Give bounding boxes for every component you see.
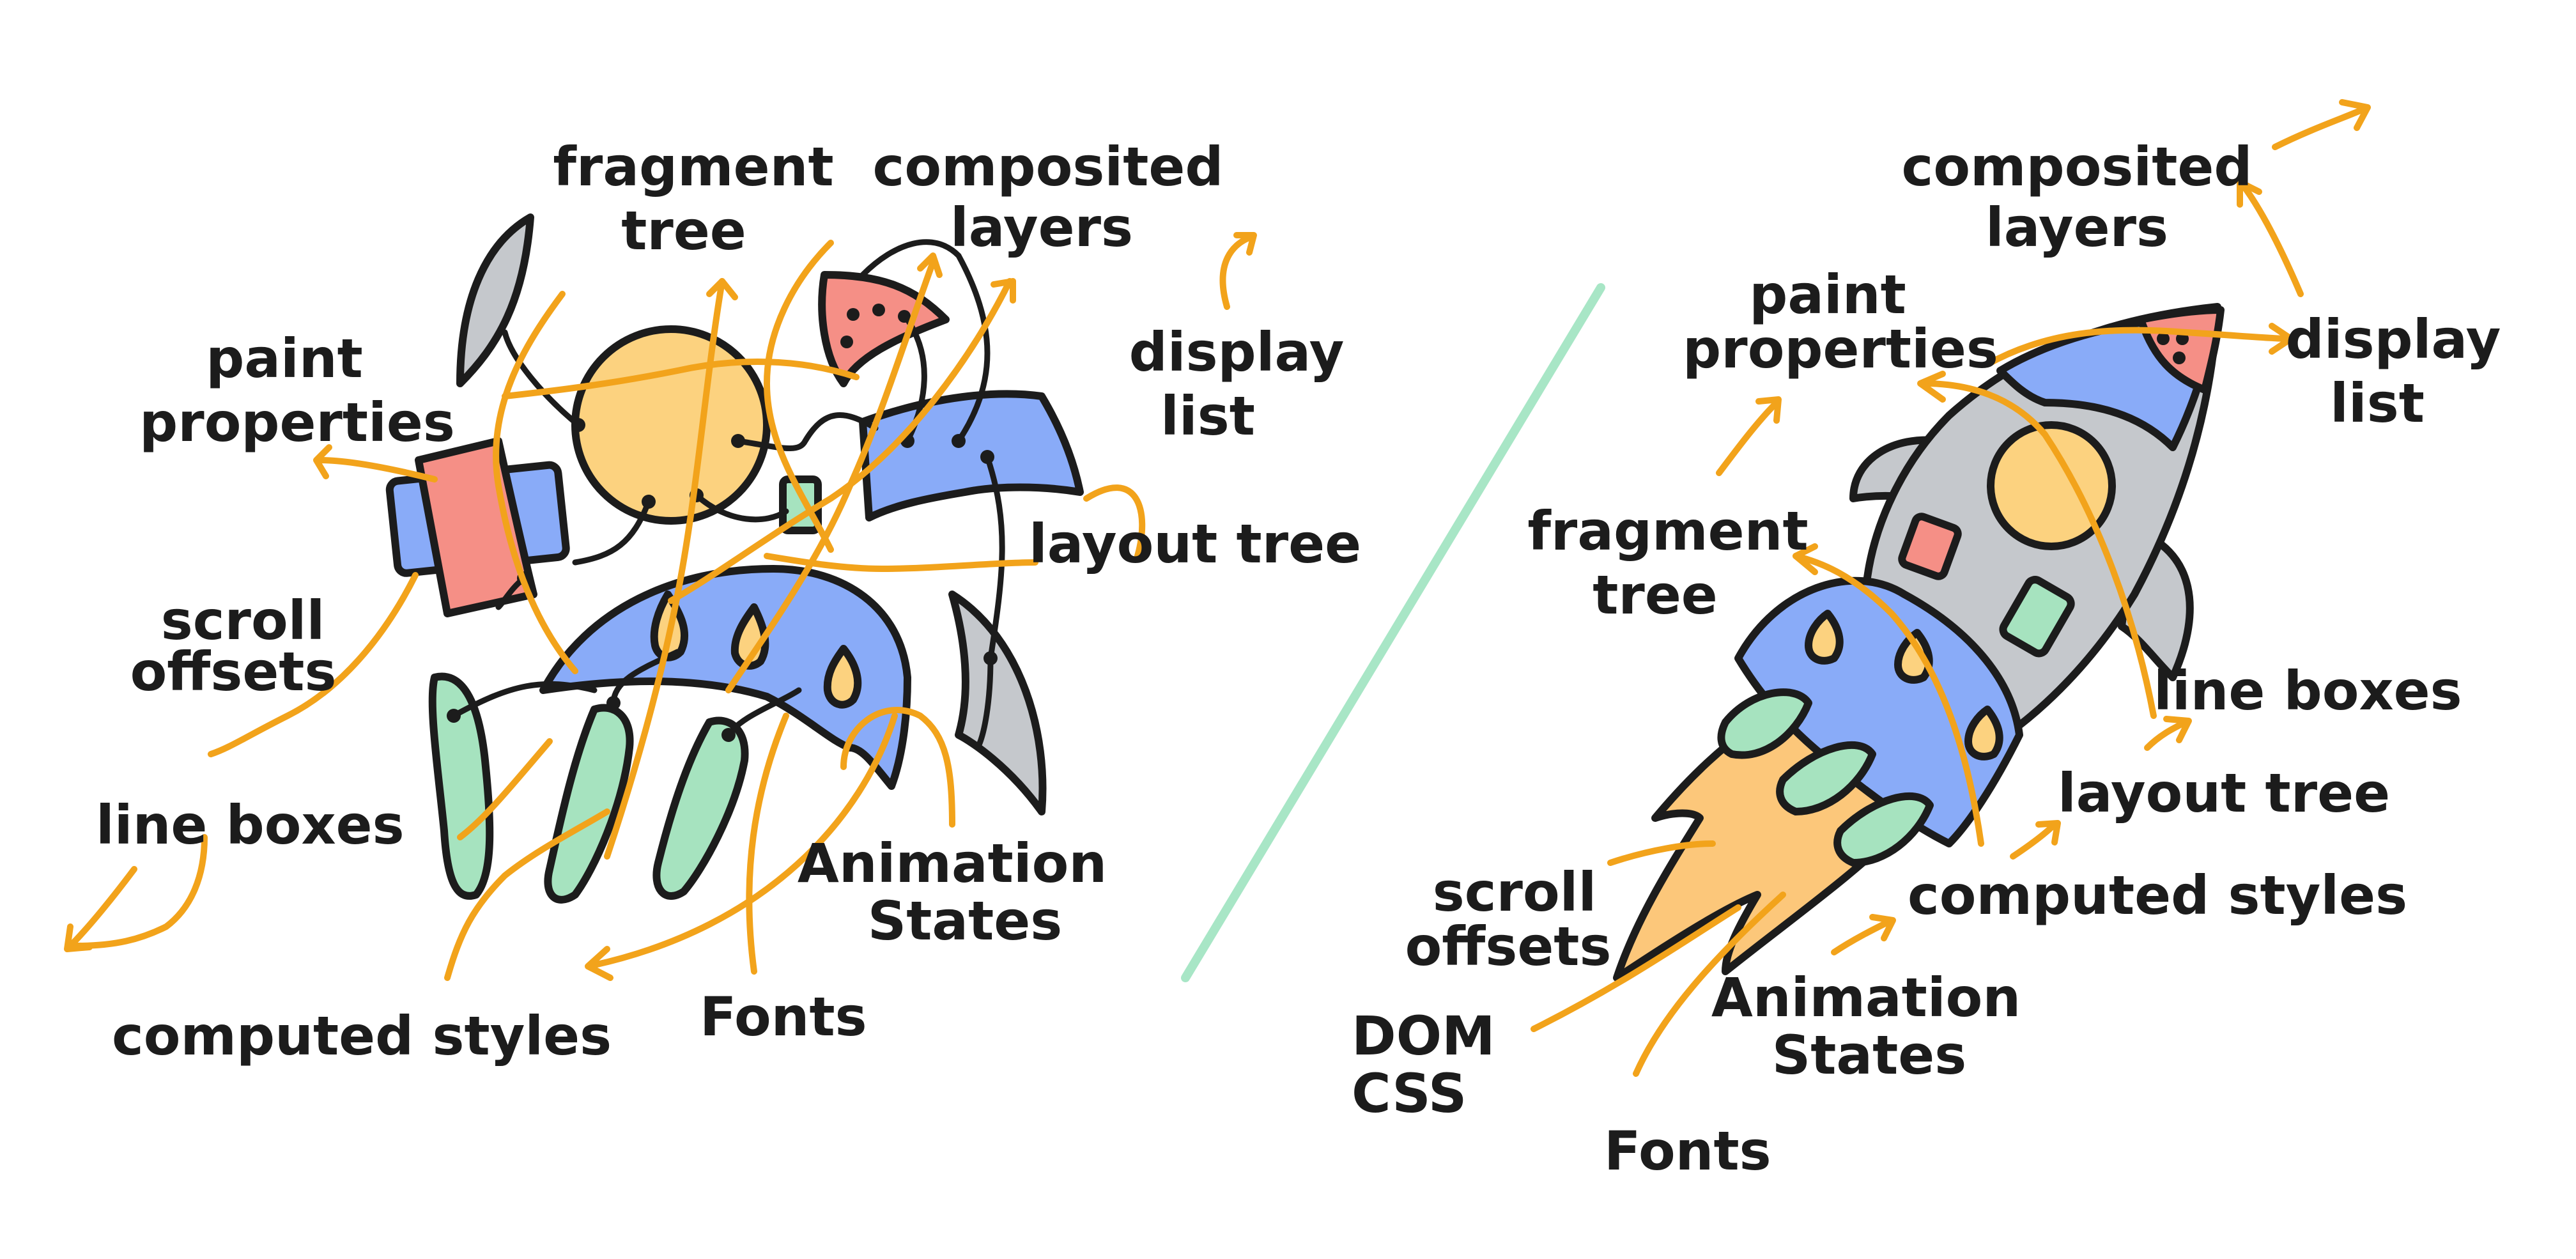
right-label-display-list-1: display <box>2286 308 2501 371</box>
right-label-composited-layers-1: composited <box>1902 135 2253 198</box>
right-label-scroll-offsets-1: scroll <box>1433 861 1597 923</box>
left-label-display-list-2: list <box>1161 385 1255 447</box>
left-label-layout-tree: layout tree <box>1029 513 1361 575</box>
green-pod-2 <box>544 704 634 904</box>
left-label-scroll-offsets-1: scroll <box>161 589 325 652</box>
green-pod-1 <box>428 672 494 900</box>
right-label-dom: DOM <box>1352 1005 1495 1067</box>
right-label-layout-tree: layout tree <box>2058 762 2390 824</box>
left-label-animation-states-2: States <box>868 890 1062 952</box>
left-labels: fragment tree composited layers paint pr… <box>96 135 1361 1067</box>
left-label-paint-properties-1: paint <box>206 327 363 390</box>
gray-fin-top <box>456 213 534 387</box>
right-label-scroll-offsets-2: offsets <box>1405 915 1612 978</box>
nose-cone <box>818 271 950 387</box>
left-label-line-boxes: line boxes <box>96 794 405 856</box>
left-label-fonts: Fonts <box>700 985 867 1048</box>
left-label-composited-layers-2: layers <box>950 196 1133 259</box>
rocket-window <box>1987 421 2116 550</box>
red-block <box>415 437 537 617</box>
rocket-red-tag <box>1898 513 1962 580</box>
right-label-fonts: Fonts <box>1604 1120 1771 1182</box>
right-label-css: CSS <box>1352 1062 1467 1125</box>
left-label-scroll-offsets-2: offsets <box>130 640 337 703</box>
left-label-computed-styles: computed styles <box>112 1005 612 1067</box>
right-labels: composited layers paint properties displ… <box>1352 135 2501 1182</box>
window-circle <box>571 325 771 525</box>
divider-line <box>1181 283 1605 982</box>
exploded-parts <box>64 213 1257 981</box>
rocket-green-hatch <box>1999 576 2075 658</box>
right-label-display-list-2: list <box>2330 372 2425 435</box>
gray-fin-right <box>948 591 1047 815</box>
left-label-paint-properties-2: properties <box>139 391 455 454</box>
right-label-paint-properties-2: properties <box>1683 318 1998 380</box>
left-label-animation-states-1: Animation <box>798 832 1107 895</box>
left-label-composited-layers-1: composited <box>873 135 1224 198</box>
assembled-rocket <box>1531 99 2371 1077</box>
right-label-computed-styles: computed styles <box>1908 864 2407 927</box>
right-label-composited-layers-2: layers <box>1986 196 2168 259</box>
right-label-fragment-tree-1: fragment <box>1527 500 1808 562</box>
left-label-fragment-tree-1: fragment <box>553 135 833 198</box>
right-label-line-boxes: line boxes <box>2154 660 2462 722</box>
right-label-paint-properties-1: paint <box>1749 263 1906 326</box>
left-label-fragment-tree-2: tree <box>621 199 746 262</box>
left-label-display-list-1: display <box>1129 321 1345 383</box>
right-label-animation-states-2: States <box>1772 1024 1966 1086</box>
green-pod-3 <box>652 716 749 900</box>
right-label-animation-states-1: Animation <box>1711 966 2021 1029</box>
right-label-fragment-tree-2: tree <box>1593 564 1718 626</box>
